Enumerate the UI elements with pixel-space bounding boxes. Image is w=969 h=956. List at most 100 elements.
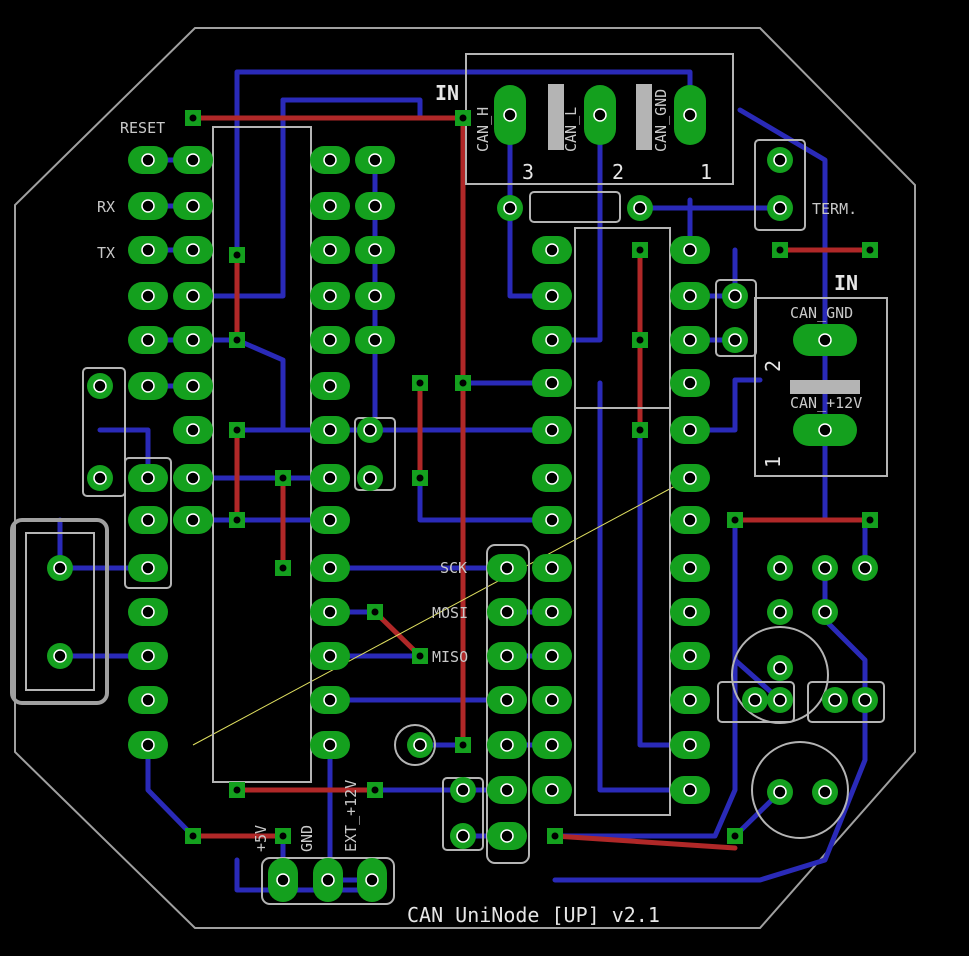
isp-pad-4-drill — [368, 333, 382, 347]
round-pad-8-drill — [456, 829, 470, 843]
ic1-right-pad-8-drill — [323, 513, 337, 527]
via-4-hole — [233, 426, 241, 434]
label-plus5v: +5V — [252, 825, 270, 852]
ic2-right-pad-12-drill — [683, 783, 697, 797]
round-pad-6-drill — [363, 471, 377, 485]
isp-pad-3-drill — [368, 289, 382, 303]
isp-pad-2-drill — [368, 243, 382, 257]
ic1-right-pad-1-drill — [323, 199, 337, 213]
round-pad-24-drill — [858, 693, 872, 707]
ic1-right-pad-7-drill — [323, 471, 337, 485]
ic1-left-pad-0-drill — [186, 153, 200, 167]
round-pad-21-drill — [748, 693, 762, 707]
round-pad-10-drill — [773, 201, 787, 215]
via-16-hole — [731, 516, 739, 524]
via-3-hole — [233, 336, 241, 344]
can-right-pad-0-drill — [818, 333, 832, 347]
label-in-right: IN — [834, 271, 858, 295]
round-pad-11-drill — [503, 201, 517, 215]
ic1-left-pad-1-drill — [186, 199, 200, 213]
header-pad-4-drill — [141, 333, 155, 347]
round-pad-0-drill — [93, 379, 107, 393]
can-top-pad-2-drill — [683, 108, 697, 122]
ic1-right-pad-0-drill — [323, 153, 337, 167]
label-can-h: CAN_H — [474, 107, 492, 152]
round-pad-12-drill — [633, 201, 647, 215]
via-8-hole — [416, 379, 424, 387]
ic2-right-pad-1-drill — [683, 289, 697, 303]
ic2-left-pad-0-drill — [545, 243, 559, 257]
ic1-right-pad-11-drill — [323, 649, 337, 663]
label-pin-2: 2 — [612, 160, 624, 184]
ic2-left-pad-6-drill — [545, 513, 559, 527]
ic2-left-pad-3-drill — [545, 376, 559, 390]
round-pad-2-drill — [141, 513, 155, 527]
via-23-hole — [189, 832, 197, 840]
round-pad-4-drill — [53, 649, 67, 663]
ic1-right-pad-2-drill — [323, 243, 337, 257]
ic2-right-pad-10-drill — [683, 693, 697, 707]
ic1-left-pad-6-drill — [186, 423, 200, 437]
via-12-hole — [636, 336, 644, 344]
spi-pad-6-drill — [500, 829, 514, 843]
via-11-hole — [636, 246, 644, 254]
ic2-right-pad-3-drill — [683, 376, 697, 390]
label-can-gnd-right: CAN_GND — [790, 304, 853, 322]
header-pad-1-drill — [141, 199, 155, 213]
label-term: TERM. — [812, 200, 857, 218]
round-pad-20-drill — [773, 661, 787, 675]
round-pad-15-drill — [773, 561, 787, 575]
round-pad-3-drill — [53, 561, 67, 575]
label-can-gnd-top: CAN_GND — [652, 89, 670, 152]
ic1-right-pad-6-drill — [323, 423, 337, 437]
ic1-left-pad-2-drill — [186, 243, 200, 257]
header-pad-6-drill — [141, 471, 155, 485]
round-pad-16-drill — [818, 561, 832, 575]
board-title: CAN UniNode [UP] v2.1 — [407, 903, 660, 927]
ic1-left-pad-7-drill — [186, 471, 200, 485]
round-pad-27-drill — [413, 738, 427, 752]
via-18-hole — [371, 608, 379, 616]
header-pad-11-drill — [141, 693, 155, 707]
ic2-right-pad-2-drill — [683, 333, 697, 347]
pads — [47, 85, 878, 902]
ic2-left-pad-9-drill — [545, 649, 559, 663]
header-pad-5-drill — [141, 379, 155, 393]
label-sck: SCK — [440, 559, 467, 577]
ic2-right-pad-6-drill — [683, 513, 697, 527]
spi-pad-4-drill — [500, 738, 514, 752]
board-outline — [14, 27, 916, 929]
power-pad-2-drill — [365, 873, 379, 887]
ic2-left-pad-8-drill — [545, 605, 559, 619]
isp-pad-1-drill — [368, 199, 382, 213]
via-5-hole — [233, 516, 241, 524]
via-26-hole — [731, 832, 739, 840]
label-can-l: CAN_L — [562, 107, 580, 152]
ic2-left-pad-2-drill — [545, 333, 559, 347]
via-25-hole — [551, 832, 559, 840]
ic2-right-pad-4-drill — [683, 423, 697, 437]
header-pad-10-drill — [141, 649, 155, 663]
via-6-hole — [279, 474, 287, 482]
label-pin-1: 1 — [700, 160, 712, 184]
ic1-left-pad-3-drill — [186, 289, 200, 303]
spi-pad-3-drill — [500, 693, 514, 707]
ic2-right-pad-7-drill — [683, 561, 697, 575]
ic2-right-pad-0-drill — [683, 243, 697, 257]
ic1-right-pad-4-drill — [323, 333, 337, 347]
via-13-hole — [636, 426, 644, 434]
via-14-hole — [776, 246, 784, 254]
via-20-hole — [459, 741, 467, 749]
label-rx: RX — [97, 198, 115, 216]
airwire — [192, 477, 691, 746]
ic2-right-pad-8-drill — [683, 605, 697, 619]
via-0-hole — [189, 114, 197, 122]
round-pad-23-drill — [828, 693, 842, 707]
round-pad-9-drill — [773, 153, 787, 167]
via-7-hole — [279, 564, 287, 572]
header-pad-3-drill — [141, 289, 155, 303]
label-ext12v: EXT_+12V — [342, 780, 360, 852]
ic2-right-pad-11-drill — [683, 738, 697, 752]
via-2-hole — [233, 251, 241, 259]
ic1-left-pad-8-drill — [186, 513, 200, 527]
